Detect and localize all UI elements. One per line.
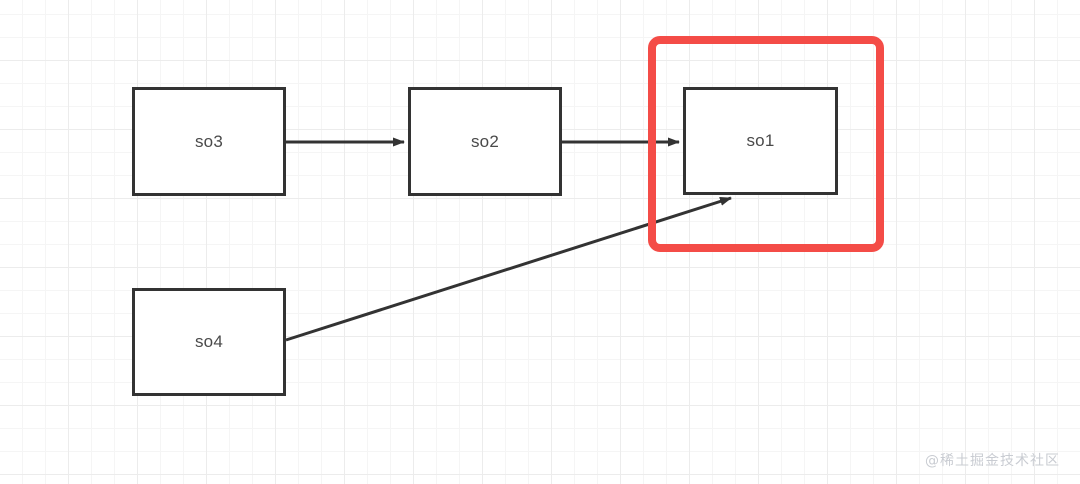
node-so4-label: so4 [194,332,223,351]
edge-so4-to-so1 [285,196,732,342]
node-so2-label: so2 [470,131,499,151]
node-so2[interactable]: so2 [408,87,562,196]
watermark-text: @稀土掘金技术社区 [925,453,1060,469]
node-so4[interactable]: so4 [132,288,286,396]
node-so3[interactable]: so3 [132,87,286,196]
node-so1-label: so1 [746,131,775,150]
node-so1[interactable]: so1 [683,87,838,195]
node-so3-label: so3 [194,131,223,151]
